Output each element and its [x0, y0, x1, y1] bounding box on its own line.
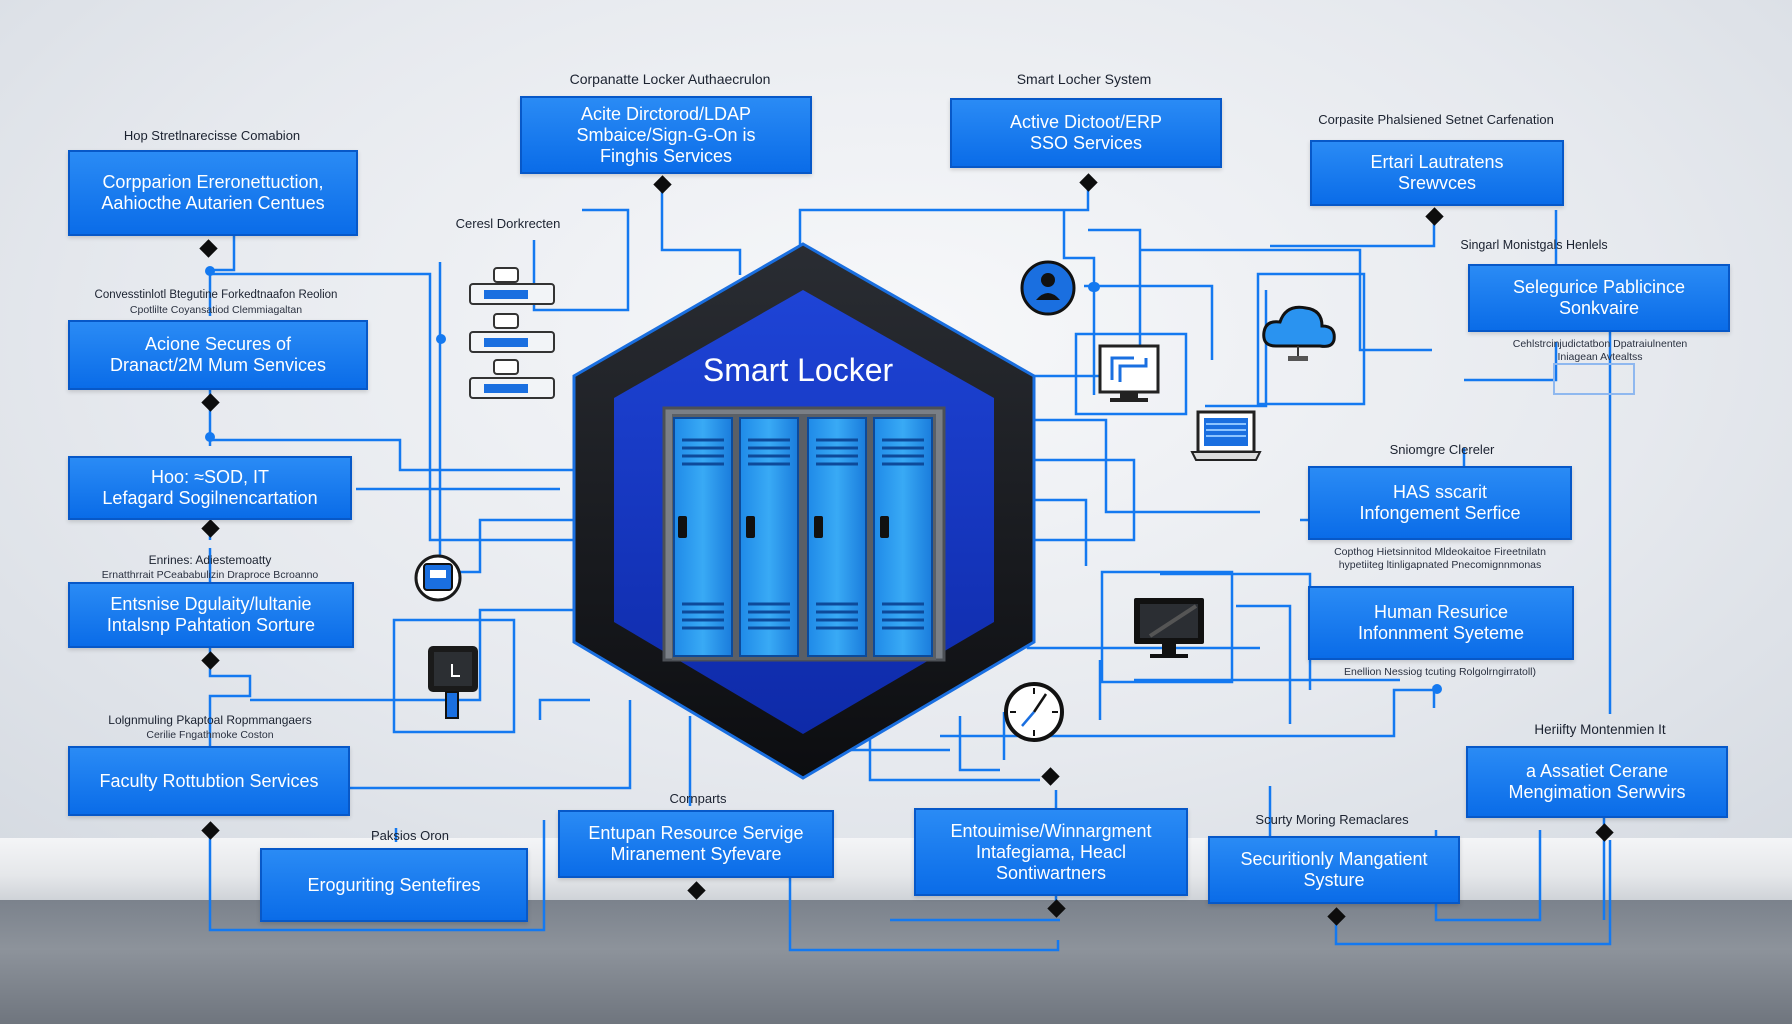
selegurice-box: Selegurice Pablicince Sonkvaire: [1468, 264, 1730, 332]
label-scurty: Scurty Moring Remaclares: [1255, 812, 1409, 827]
entsnise-box: Entsnise Dgulaity/lultanie Intalsnp Paht…: [68, 582, 354, 648]
label-heriity: Heriifty Montenmien It: [1534, 722, 1666, 737]
junction-dot: [436, 334, 446, 344]
ertari-box: Ertari Lautratens Srewvces: [1310, 140, 1564, 206]
label-corp-phal: Corpasite Phalsiened Setnet Carfenation: [1318, 112, 1554, 127]
locker-door: [873, 417, 933, 657]
corp-environment-box: Corpparion Ereronettuction, Aahiocthe Au…: [68, 150, 358, 236]
monitor-icon: [1134, 598, 1204, 658]
locker-door: [807, 417, 867, 657]
label-conv-sub: Cpotlilte Coyansatiod Clemmiagaltan: [129, 304, 303, 316]
locker-door: [739, 417, 799, 657]
has-security-box: HAS sscarit Infongement Serfice: [1308, 466, 1572, 540]
enturan-resource-box: Entupan Resource Servige Miranement Syfe…: [558, 810, 834, 878]
label-singarl-sub: Cehlstrcinjudictatbon Dpatraiulnenten In…: [1512, 338, 1688, 363]
human-resource-box: Human Resurice Infonnment Syeteme: [1308, 586, 1574, 660]
junction-dot: [205, 432, 215, 442]
label-smart-locker-system: Smart Locher System: [1016, 71, 1152, 87]
center-title: Smart Locker: [702, 352, 894, 388]
label-enrines-sub: Ernatthrrait PCeababulizin Draproce Bcro…: [101, 569, 319, 581]
tablet-terminal-icon: [428, 646, 478, 719]
active-directory-box: Acite Dirctorod/LDAP Smbaice/Sign-G-On i…: [520, 96, 812, 174]
active-erp-box: Active Dictoot/ERP SSO Services: [950, 98, 1222, 168]
label-ceresl: Ceresl Dorkrecten: [455, 216, 561, 231]
label-enrines: Enrines: Adiestemoatty: [148, 553, 272, 567]
label-enelion: Enellion Nessiog tcuting Rolgolrngirrato…: [1343, 666, 1537, 678]
label-sniomgre: Sniomgre Clereler: [1389, 442, 1495, 457]
server-rack-icon: [469, 267, 555, 399]
eroguriting-box: Eroguriting Sentefires: [260, 848, 528, 922]
junction-dot: [1432, 684, 1442, 694]
user-security-icon: [1020, 260, 1076, 316]
label-logn: Lolgnmuling Pkaptoal Ropmmangaers: [108, 713, 312, 727]
label-corp-locker: Corpanatte Locker Authaecrulon: [569, 71, 771, 87]
label-conv: Convesstinlotl Btegutine Forkedtnaafon R…: [94, 289, 338, 301]
laptop-icon: [1190, 410, 1262, 461]
active-secures-box: Acione Secures of Dranact/2M Mum Senvice…: [68, 320, 368, 390]
cloud-icon: [1262, 305, 1336, 361]
label-logn-sub: Cerilie Fngathmoke Coston: [146, 729, 274, 741]
label-paksios: Paksios Oron: [370, 828, 450, 843]
securitionly-box: Securitionly Mangatient Systure: [1208, 836, 1460, 904]
junction-dot: [1090, 282, 1100, 292]
faculty-services-box: Faculty Rottubtion Services: [68, 746, 350, 816]
entouimise-box: Entouimise/Winnargment Intafegiama, Heac…: [914, 808, 1188, 896]
label-corrparts: Cornparts: [669, 791, 727, 806]
clock-icon: [1004, 682, 1064, 742]
junction-dot: [205, 266, 215, 276]
label-hop-str: Hop Stretlnarecisse Comabion: [123, 128, 301, 143]
card-reader-icon: [414, 554, 462, 602]
locker-door: [673, 417, 733, 657]
label-singarl: Singarl Monistgals Henlels: [1460, 238, 1608, 252]
label-capthog: Copthog Hietsinnitod Mldeokaitoe Fireetn…: [1334, 546, 1546, 571]
hoo-sod-box: Hoo: ≈SOD, IT Lefagard Sogilnencartation: [68, 456, 352, 520]
assatiet-box: a Assatiet Cerane Mengimation Serwvirs: [1466, 746, 1728, 818]
desktop-monitor-icon: [1098, 344, 1160, 402]
